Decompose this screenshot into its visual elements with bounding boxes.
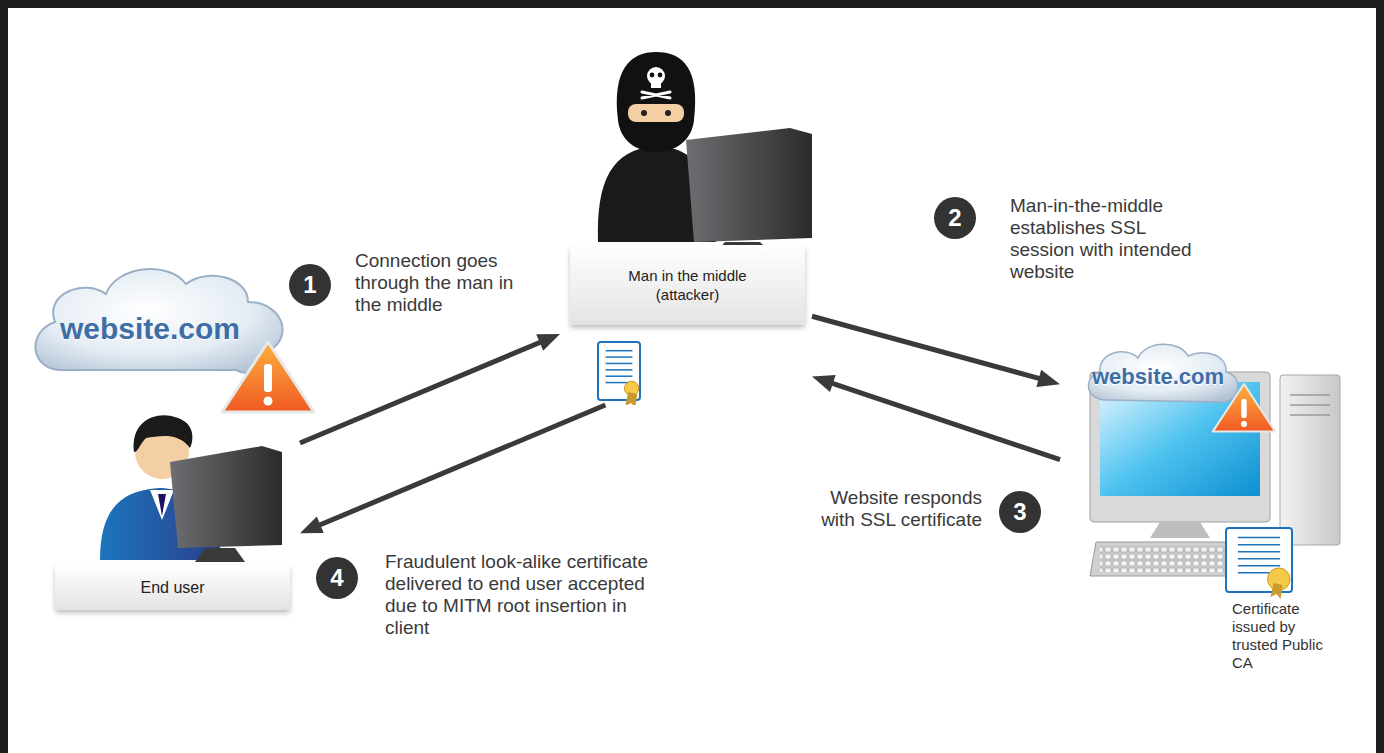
arrow-line <box>300 342 542 443</box>
arrow-head <box>536 334 560 351</box>
node-label: End user <box>140 578 204 597</box>
step-note: Man-in-the-middle establishes SSL sessio… <box>1010 195 1195 283</box>
callout-number: 2 <box>934 197 976 239</box>
node-illustration <box>560 50 812 405</box>
node-label: Man in the middle (attacker) <box>618 266 758 304</box>
arrow-connector <box>300 405 605 533</box>
arrow-line <box>831 383 1060 460</box>
arrow-head <box>300 516 324 533</box>
step-note: Website responds with SSL certificate <box>797 487 982 531</box>
cloud-title: website.com <box>40 312 260 346</box>
diagram-node: Man in the middle (attacker) <box>560 50 812 405</box>
arrow-line <box>318 405 605 526</box>
arrow-connector <box>812 375 1060 460</box>
arrow-connector <box>812 316 1060 387</box>
cloud-title: website.com <box>1092 364 1224 390</box>
arrow-head <box>812 375 836 392</box>
callout-number: 3 <box>999 491 1041 533</box>
label-plate: Man in the middle (attacker) <box>570 245 805 325</box>
diagram-node: End user <box>50 400 300 615</box>
arrow-line <box>812 316 1041 379</box>
callout-number: 4 <box>316 557 358 599</box>
step-note: Fraudulent look-alike certificate delive… <box>385 551 650 639</box>
diagram-node: website.com <box>25 262 320 420</box>
arrow-head <box>1036 370 1060 387</box>
label-plate: End user <box>55 565 290 610</box>
arrow-connector <box>300 334 560 443</box>
callout-number: 1 <box>289 264 331 306</box>
diagram-node: website.com <box>1060 340 1345 600</box>
step-note: Connection goes through the man in the m… <box>355 250 515 316</box>
certificate-note: Certificate issued by trusted Public CA <box>1232 600 1342 672</box>
